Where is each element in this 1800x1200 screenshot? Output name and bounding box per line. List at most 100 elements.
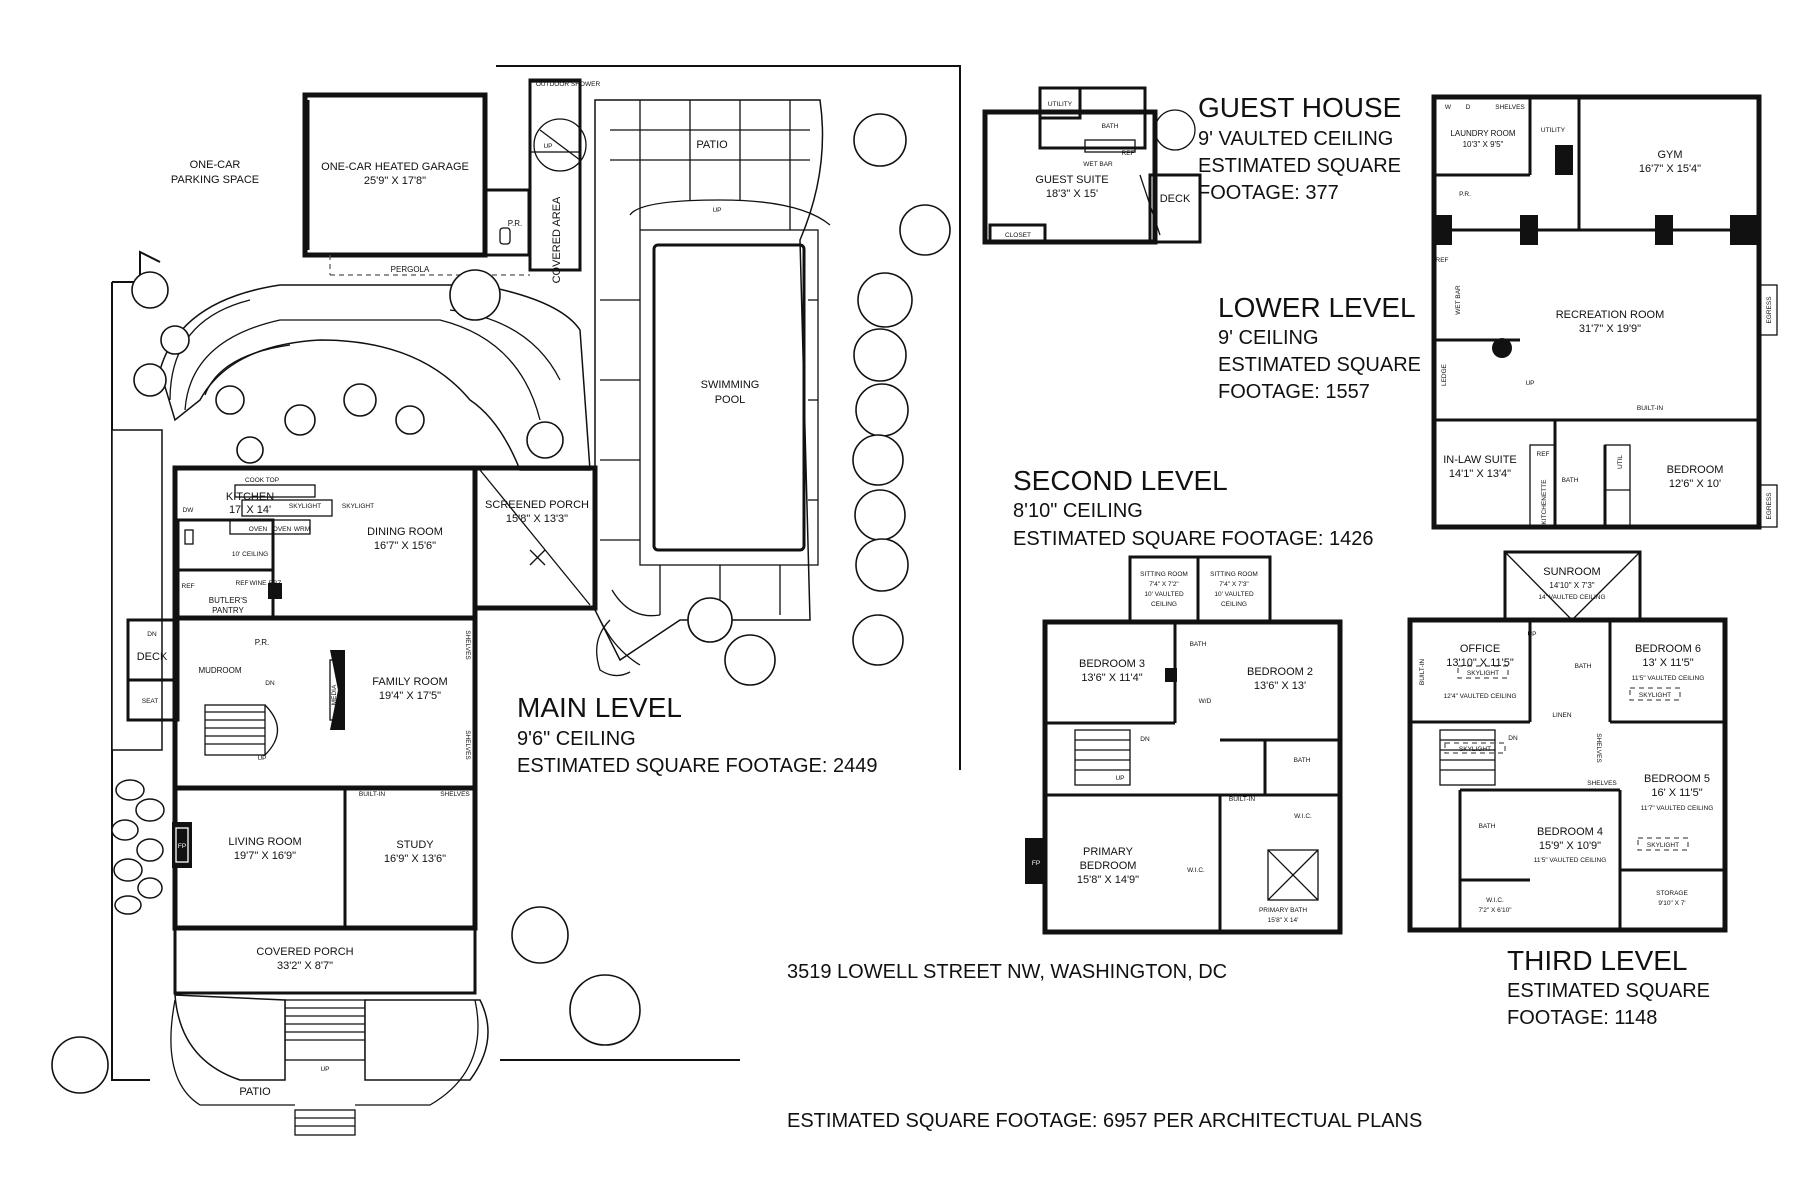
primary-bedroom-dims: 15'8" X 14'9" xyxy=(1077,874,1139,886)
svg-text:SHELVES: SHELVES xyxy=(464,630,471,660)
recreation-name: RECREATION ROOM xyxy=(1556,309,1665,321)
svg-text:REF: REF xyxy=(1436,257,1449,264)
garden-stone-walkway xyxy=(159,284,591,471)
svg-text:BUILT-IN: BUILT-IN xyxy=(1637,405,1664,412)
lower-bedroom-name: BEDROOM xyxy=(1667,464,1724,476)
svg-text:LIVING ROOM: LIVING ROOM xyxy=(228,836,301,848)
kitchen-ceiling: 10' CEILING xyxy=(232,551,268,558)
wine-label: WINE xyxy=(250,580,268,587)
bedroom6-dims: 13' X 11'5" xyxy=(1642,657,1693,669)
svg-text:BUILT-IN: BUILT-IN xyxy=(1229,796,1256,803)
svg-text:SECOND LEVEL: SECOND LEVEL xyxy=(1013,465,1228,496)
svg-text:BEDROOM 3: BEDROOM 3 xyxy=(1079,658,1145,670)
svg-text:SCREENED PORCH: SCREENED PORCH xyxy=(485,499,589,511)
butlers-label-2: PANTRY xyxy=(212,606,244,615)
svg-text:FOOTAGE: 1557: FOOTAGE: 1557 xyxy=(1218,381,1370,403)
garage-dims: 25'9" X 17'8" xyxy=(364,175,426,187)
shelves-c-label: SHELVES xyxy=(440,791,470,798)
svg-text:BATH: BATH xyxy=(1562,477,1579,484)
second-built-in-label: BUILT-IN xyxy=(1229,796,1256,803)
svg-text:STUDY: STUDY xyxy=(396,839,434,851)
svg-text:LOWER LEVEL: LOWER LEVEL xyxy=(1218,292,1416,323)
svg-text:P.R.: P.R. xyxy=(508,219,523,228)
svg-text:7'4" X 7'3": 7'4" X 7'3" xyxy=(1219,581,1249,588)
screened-porch-dims: 15'8" X 13'3" xyxy=(506,513,568,525)
guest-house-heading: GUEST HOUSE 9' VAULTED CEILING ESTIMATED… xyxy=(1198,92,1401,204)
svg-text:SKYLIGHT: SKYLIGHT xyxy=(342,503,374,510)
lower-level-heading: LOWER LEVEL 9' CEILING ESTIMATED SQUARE … xyxy=(1218,292,1421,403)
lower-bath-label: BATH xyxy=(1562,477,1579,484)
pergola-label: PERGOLA xyxy=(391,265,430,274)
skylight-b-label: SKYLIGHT xyxy=(1639,692,1671,699)
svg-text:19'7" X 16'9": 19'7" X 16'9" xyxy=(234,850,296,862)
bedroom5-dims: 16' X 11'5" xyxy=(1651,787,1702,799)
butlers-label-1: BUTLER'S xyxy=(209,596,247,605)
svg-text:16'9" X 13'6": 16'9" X 13'6" xyxy=(384,853,446,865)
svg-text:BUILT-IN: BUILT-IN xyxy=(1419,659,1426,686)
pool-label-1: SWIMMING xyxy=(701,379,760,391)
second-wic-a-label: W.I.C. xyxy=(1294,813,1312,820)
second-level-ceiling: 8'10" CEILING xyxy=(1013,500,1143,522)
warm-label: WRM xyxy=(294,526,310,533)
lower-built-in-label: BUILT-IN xyxy=(1637,405,1664,412)
lower-level-plan: LAUNDRY ROOM 10'3" X 9'5" SHELVES W D UT… xyxy=(1431,94,1778,530)
third-shelves-a-label: SHELVES xyxy=(1595,733,1602,763)
svg-text:EGRESS: EGRESS xyxy=(1766,492,1773,520)
bedroom6-name: BEDROOM 6 xyxy=(1635,643,1701,655)
svg-text:OFFICE: OFFICE xyxy=(1460,643,1500,655)
svg-text:PANTRY: PANTRY xyxy=(212,606,244,615)
skylight-c-label: SKYLIGHT xyxy=(1459,746,1491,753)
svg-text:FOOTAGE: 1148: FOOTAGE: 1148 xyxy=(1507,1007,1657,1029)
stones-left xyxy=(111,779,165,915)
svg-text:UP: UP xyxy=(320,1066,329,1073)
main-level-heading: MAIN LEVEL 9'6" CEILING ESTIMATED SQUARE… xyxy=(517,692,877,777)
total-square-footage: ESTIMATED SQUARE FOOTAGE: 6957 PER ARCHI… xyxy=(787,1110,1422,1132)
svg-text:DW: DW xyxy=(183,507,195,514)
primary-bedroom-label-2: BEDROOM xyxy=(1080,860,1137,872)
bedroom6-ceiling: 11'5" VAULTED CEILING xyxy=(1632,675,1705,682)
svg-text:15'8" X 14': 15'8" X 14' xyxy=(1268,917,1299,924)
lower-shelves-label: SHELVES xyxy=(1495,104,1525,111)
skylight-a-label: SKYLIGHT xyxy=(289,503,321,510)
svg-text:8'10" CEILING: 8'10" CEILING xyxy=(1013,500,1143,522)
svg-text:FOOTAGE: 377: FOOTAGE: 377 xyxy=(1198,182,1339,204)
svg-text:LAUNDRY ROOM: LAUNDRY ROOM xyxy=(1450,129,1515,138)
second-bath-b-label: BATH xyxy=(1294,757,1311,764)
svg-text:WINE: WINE xyxy=(250,580,268,587)
svg-text:KITCHEN: KITCHEN xyxy=(226,491,274,503)
swimming-pool xyxy=(652,243,806,552)
svg-text:SHELVES: SHELVES xyxy=(1595,733,1602,763)
main-level-ceiling: 9'6" CEILING xyxy=(517,728,636,750)
dn-stair-label: DN xyxy=(265,680,275,687)
pr-garage-label: P.R. xyxy=(508,219,523,228)
sitting-a-ceiling-2: CEILING xyxy=(1151,601,1177,608)
svg-text:SITTING ROOM: SITTING ROOM xyxy=(1140,571,1188,578)
svg-text:14' VAULTED CEILING: 14' VAULTED CEILING xyxy=(1538,594,1605,601)
svg-text:14'1" X 13'4": 14'1" X 13'4" xyxy=(1449,468,1511,480)
svg-text:11'5" VAULTED CEILING: 11'5" VAULTED CEILING xyxy=(1534,857,1607,864)
lower-utility-label: UTILITY xyxy=(1541,127,1566,134)
wd-label: W/D xyxy=(1199,698,1212,705)
svg-text:15'9" X 10'9": 15'9" X 10'9" xyxy=(1539,840,1601,852)
svg-text:9'6" CEILING: 9'6" CEILING xyxy=(517,728,636,750)
second-fp-label: FP xyxy=(1032,860,1040,867)
svg-text:FP: FP xyxy=(1032,860,1040,867)
skylight-b-label: SKYLIGHT xyxy=(342,503,374,510)
svg-text:GUEST HOUSE: GUEST HOUSE xyxy=(1198,92,1401,123)
svg-text:BUILT-IN: BUILT-IN xyxy=(359,791,386,798)
svg-text:ESTIMATED SQUARE FOOTAGE: 1426: ESTIMATED SQUARE FOOTAGE: 1426 xyxy=(1013,528,1373,550)
guest-suite-name: GUEST SUITE xyxy=(1035,174,1108,186)
svg-text:W.I.C.: W.I.C. xyxy=(1187,867,1205,874)
laundry-name: LAUNDRY ROOM xyxy=(1450,129,1515,138)
third-level-footage-2: FOOTAGE: 1148 xyxy=(1507,1007,1657,1029)
svg-text:BATH: BATH xyxy=(1575,663,1592,670)
svg-text:SHELVES: SHELVES xyxy=(1495,104,1525,111)
laundry-dims: 10'3" X 9'5" xyxy=(1463,140,1504,149)
kitchen-dims: 17' X 14' xyxy=(229,504,271,516)
svg-text:PRIMARY: PRIMARY xyxy=(1083,846,1134,858)
svg-text:ONE-CAR HEATED GARAGE: ONE-CAR HEATED GARAGE xyxy=(321,161,469,173)
bedroom5-name: BEDROOM 5 xyxy=(1644,773,1710,785)
third-shelves-b-label: SHELVES xyxy=(1587,780,1617,787)
fireplace-label: FP xyxy=(178,843,186,850)
recreation-dims: 31'7" X 19'9" xyxy=(1579,323,1641,335)
